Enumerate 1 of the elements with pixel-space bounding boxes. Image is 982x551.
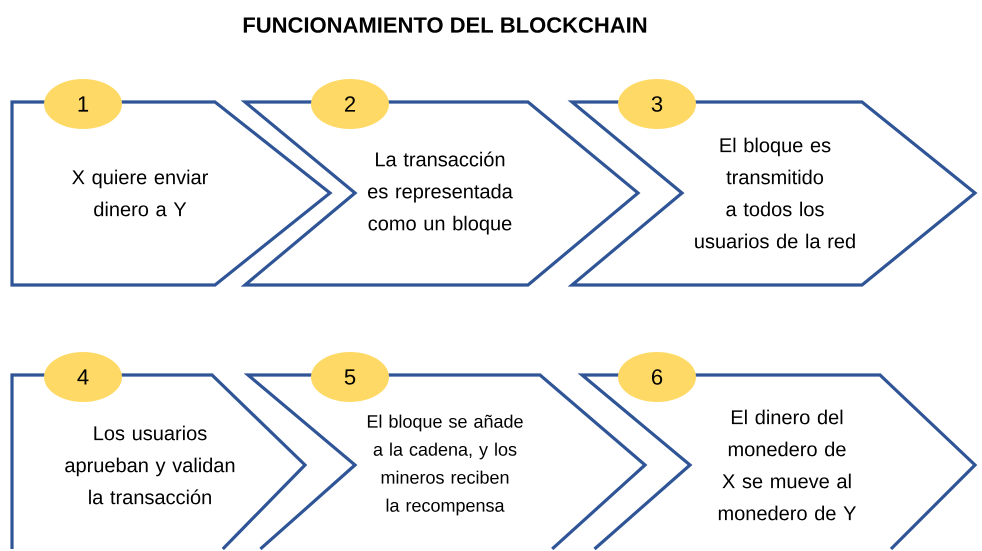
title: FUNCIONAMIENTO DEL BLOCKCHAIN bbox=[244, 17, 646, 33]
